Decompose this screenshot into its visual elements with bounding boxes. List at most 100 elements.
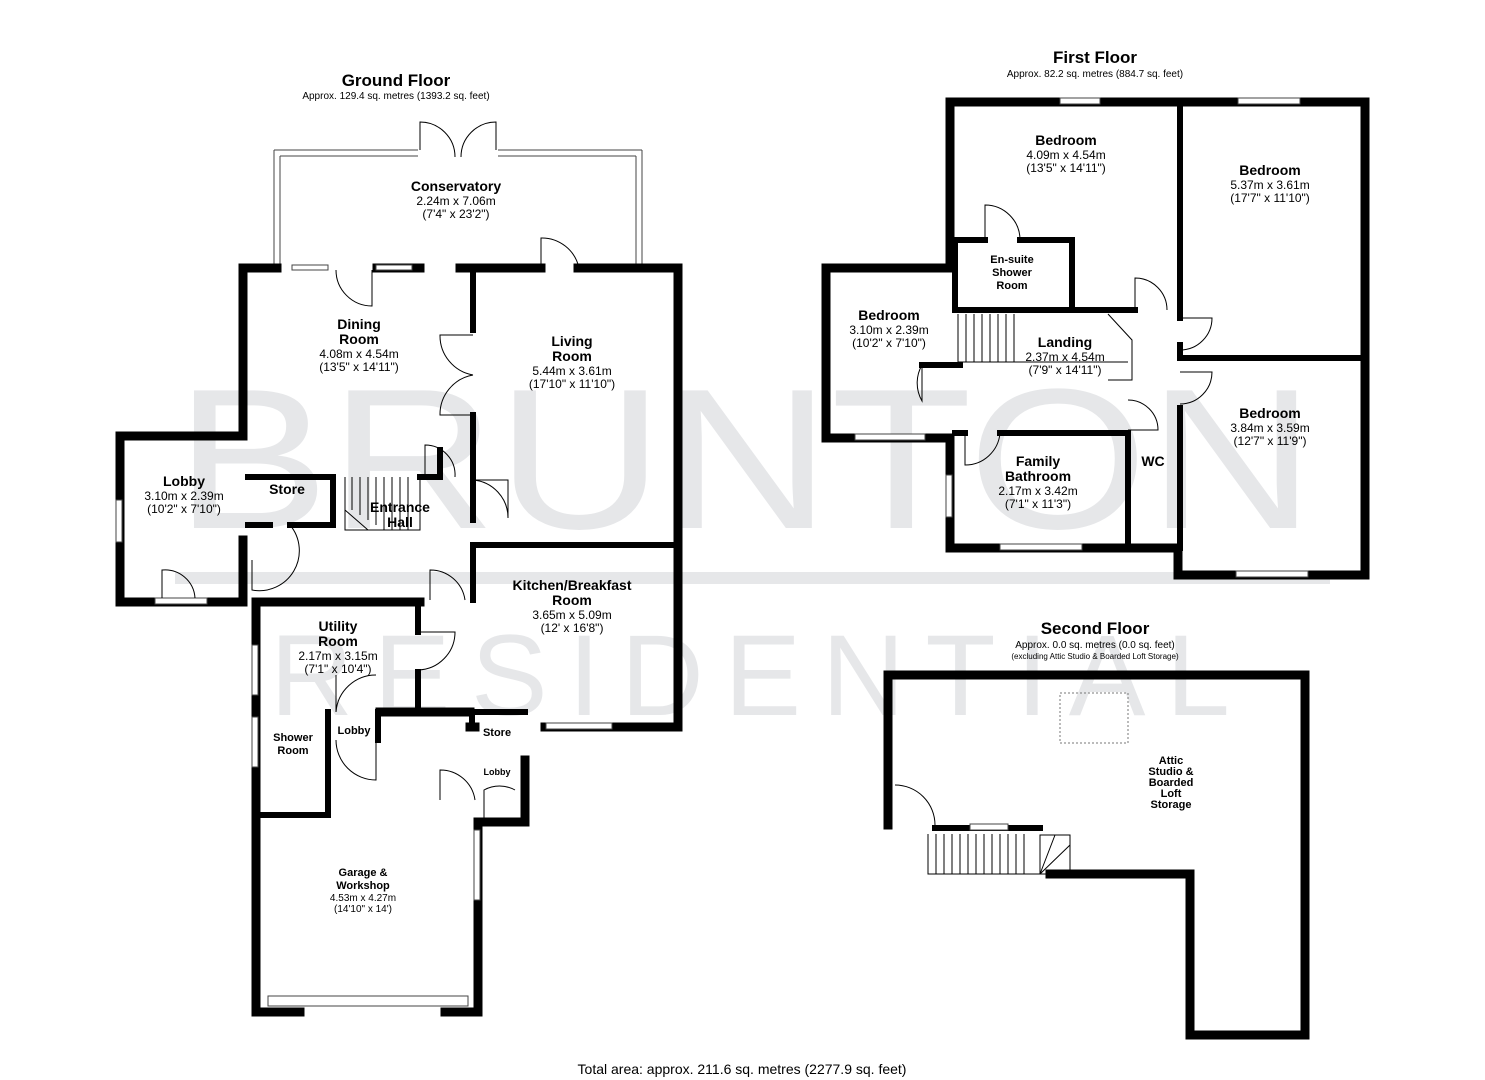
svg-text:Family: Family (1016, 453, 1061, 469)
svg-text:Garage &: Garage & (339, 867, 388, 879)
window (969, 823, 1009, 831)
svg-text:Boarded: Boarded (1149, 777, 1194, 789)
svg-text:Living: Living (551, 333, 592, 349)
svg-text:Bedroom: Bedroom (1035, 132, 1096, 148)
staircase-first (957, 313, 1133, 381)
svg-text:Shower: Shower (273, 732, 313, 744)
second-floor-note: (excluding Attic Studio & Boarded Loft S… (1011, 652, 1179, 661)
svg-text:3.10m x 2.39m: 3.10m x 2.39m (144, 489, 223, 503)
svg-text:Bedroom: Bedroom (858, 307, 919, 323)
room-bedroom-3: Bedroom 3.10m x 2.39m (10'2" x 7'10") (849, 307, 928, 350)
room-en-suite: En-suite Shower Room (990, 254, 1033, 292)
svg-text:Attic: Attic (1159, 755, 1183, 767)
svg-text:(17'10" x 11'10"): (17'10" x 11'10") (529, 377, 615, 391)
svg-text:(14'10" x 14'): (14'10" x 14') (334, 904, 392, 915)
svg-text:(7'1" x 10'4"): (7'1" x 10'4") (304, 662, 371, 676)
svg-text:Bedroom: Bedroom (1239, 405, 1300, 421)
staircase-ground (344, 477, 421, 531)
svg-text:Shower: Shower (992, 267, 1032, 279)
svg-text:2.37m x 4.54m: 2.37m x 4.54m (1025, 350, 1104, 364)
room-kitchen-breakfast: Kitchen/Breakfast Room 3.65m x 5.09m (12… (512, 577, 631, 635)
room-store-small: Store (483, 727, 511, 739)
room-dining-room: Dining Room 4.08m x 4.54m (13'5" x 14'11… (319, 316, 399, 374)
svg-text:(10'2" x 7'10"): (10'2" x 7'10") (852, 336, 926, 350)
room-lobby-small: Lobby (338, 725, 372, 737)
conservatory-frame (273, 121, 643, 269)
room-garage-workshop: Garage & Workshop 4.53m x 4.27m (14'10" … (330, 867, 396, 915)
room-bedroom-1: Bedroom 4.09m x 4.54m (13'5" x 14'11") (1026, 132, 1106, 175)
room-lobby-garage: Lobby (484, 767, 511, 777)
svg-text:Loft: Loft (1161, 788, 1182, 800)
svg-text:4.53m x 4.27m: 4.53m x 4.27m (330, 893, 396, 904)
total-area: Total area: approx. 211.6 sq. metres (22… (578, 1061, 907, 1077)
svg-text:Storage: Storage (1151, 799, 1192, 811)
svg-text:(7'1" x 11'3"): (7'1" x 11'3") (1005, 497, 1071, 511)
room-bedroom-4: Bedroom 3.84m x 3.59m (12'7" x 11'9") (1230, 405, 1309, 448)
svg-text:3.84m x 3.59m: 3.84m x 3.59m (1230, 421, 1309, 435)
svg-text:(13'5" x 14'11"): (13'5" x 14'11") (1026, 161, 1106, 175)
svg-text:3.65m x 5.09m: 3.65m x 5.09m (532, 608, 611, 622)
svg-text:(10'2" x 7'10"): (10'2" x 7'10") (147, 502, 221, 516)
room-attic-studio: Attic Studio & Boarded Loft Storage (1148, 755, 1193, 811)
svg-text:4.08m x 4.54m: 4.08m x 4.54m (319, 347, 398, 361)
first-floor-title: First Floor (1053, 48, 1137, 67)
svg-text:(13'5" x 14'11"): (13'5" x 14'11") (319, 360, 399, 374)
svg-text:(7'4" x 23'2"): (7'4" x 23'2") (422, 207, 489, 221)
windows (854, 97, 1309, 578)
svg-text:Dining: Dining (337, 316, 381, 332)
svg-text:Conservatory: Conservatory (411, 178, 501, 194)
room-landing: Landing 2.37m x 4.54m (7'9" x 14'11") (1025, 334, 1104, 377)
svg-text:4.09m x 4.54m: 4.09m x 4.54m (1026, 148, 1105, 162)
second-floor-plan: Second Floor Approx. 0.0 sq. metres (0.0… (883, 619, 1310, 1040)
svg-text:Hall: Hall (387, 514, 413, 530)
roof-window (1059, 692, 1129, 744)
svg-text:(17'7" x 11'10"): (17'7" x 11'10") (1230, 191, 1310, 205)
second-floor-area: Approx. 0.0 sq. metres (0.0 sq. feet) (1015, 640, 1175, 651)
french-door-icon (419, 121, 497, 158)
room-living-room: Living Room 5.44m x 3.61m (17'10" x 11'1… (529, 333, 615, 391)
room-family-bathroom: Family Bathroom 2.17m x 3.42m (7'1" x 11… (998, 453, 1077, 511)
svg-text:Room: Room (277, 745, 308, 757)
svg-text:Lobby: Lobby (163, 473, 205, 489)
svg-text:Landing: Landing (1038, 334, 1092, 350)
room-lobby: Lobby 3.10m x 2.39m (10'2" x 7'10") (144, 473, 223, 516)
svg-text:Room: Room (318, 633, 358, 649)
room-shower-room: Shower Room (273, 732, 313, 757)
room-utility-room: Utility Room 2.17m x 3.15m (7'1" x 10'4"… (298, 618, 377, 676)
svg-text:5.37m x 3.61m: 5.37m x 3.61m (1230, 178, 1309, 192)
svg-text:(12' x 16'8"): (12' x 16'8") (541, 621, 604, 635)
svg-text:Workshop: Workshop (336, 880, 390, 892)
door-swings-ground (161, 269, 516, 818)
svg-text:5.44m x 3.61m: 5.44m x 3.61m (532, 364, 611, 378)
svg-text:En-suite: En-suite (990, 254, 1033, 266)
svg-text:Kitchen/Breakfast: Kitchen/Breakfast (512, 577, 631, 593)
first-floor-area: Approx. 82.2 sq. metres (884.7 sq. feet) (1007, 69, 1183, 80)
ground-floor-title: Ground Floor (342, 71, 451, 90)
svg-text:(12'7" x 11'9"): (12'7" x 11'9") (1234, 434, 1307, 448)
room-bedroom-2: Bedroom 5.37m x 3.61m (17'7" x 11'10") (1230, 162, 1310, 205)
svg-text:Room: Room (552, 592, 592, 608)
ground-floor-plan: Ground Floor Approx. 129.4 sq. metres (1… (115, 71, 683, 1017)
svg-text:3.10m x 2.39m: 3.10m x 2.39m (849, 323, 928, 337)
svg-text:2.24m x 7.06m: 2.24m x 7.06m (416, 194, 495, 208)
door-swings-first (916, 204, 1213, 466)
svg-text:Room: Room (552, 348, 592, 364)
svg-text:Utility: Utility (319, 618, 358, 634)
svg-text:2.17m x 3.15m: 2.17m x 3.15m (298, 649, 377, 663)
room-entrance-hall: Entrance Hall (370, 499, 430, 530)
room-conservatory: Conservatory 2.24m x 7.06m (7'4" x 23'2"… (411, 178, 501, 221)
second-floor-title: Second Floor (1041, 619, 1150, 638)
room-wc: WC (1141, 453, 1164, 469)
svg-text:Entrance: Entrance (370, 499, 430, 515)
room-store: Store (269, 481, 305, 497)
door-swing-icon (540, 237, 580, 269)
svg-text:(7'9" x 14'11"): (7'9" x 14'11") (1029, 363, 1102, 377)
svg-text:Studio &: Studio & (1148, 766, 1193, 778)
svg-text:Bathroom: Bathroom (1005, 468, 1071, 484)
garage-door (267, 995, 469, 1007)
svg-text:Room: Room (996, 280, 1027, 292)
staircase-second (927, 834, 1071, 875)
door-swing-icon (894, 784, 936, 826)
watermark-rule (175, 572, 1330, 584)
